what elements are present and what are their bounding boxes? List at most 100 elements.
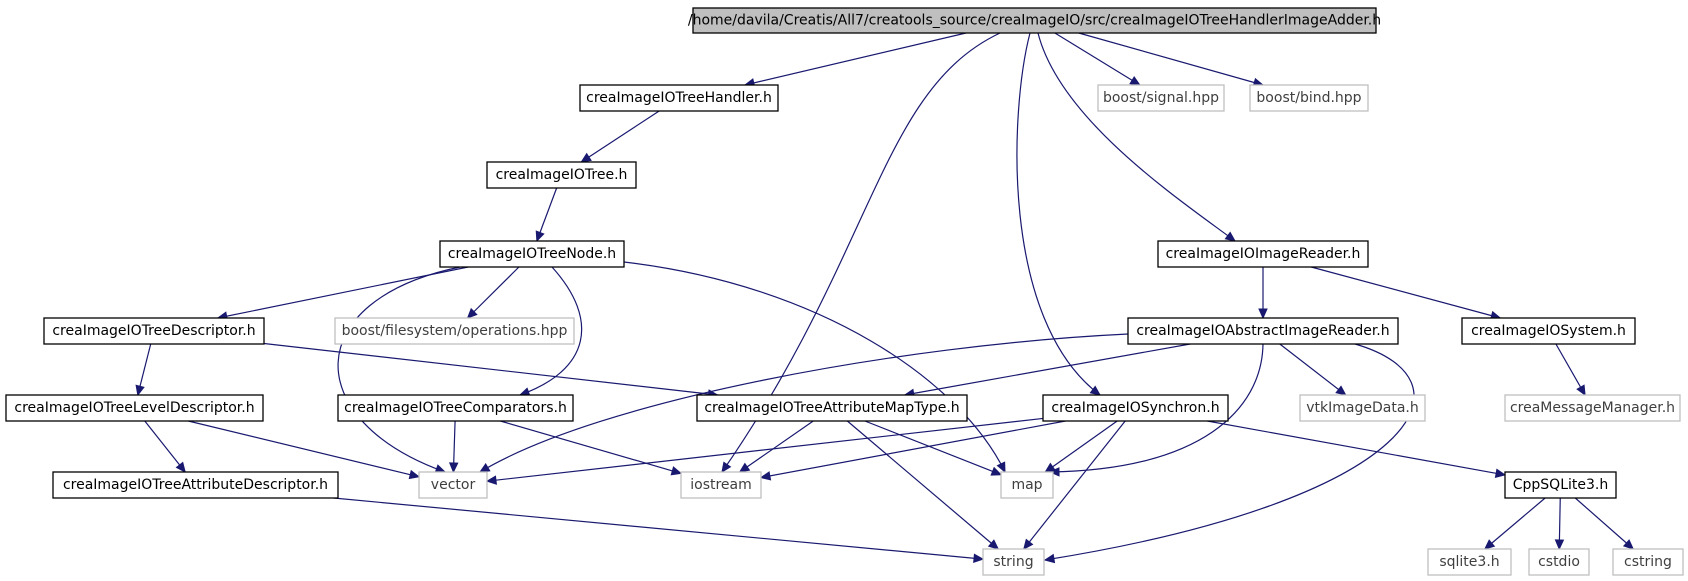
edge-synchron-to-string xyxy=(1023,420,1126,550)
edge-comparators-to-iostream xyxy=(500,420,683,476)
edge-treenode-to-filesystem xyxy=(466,266,520,319)
node-synchron-box xyxy=(1042,394,1229,422)
edge-root-to-synchron-line xyxy=(1016,32,1101,396)
edge-cppsqlite-to-cstdio xyxy=(1554,497,1565,551)
edge-synchron-to-map-arrowhead xyxy=(1044,462,1056,473)
edge-treenode-to-comparators xyxy=(518,266,583,397)
node-attrmaptype-box xyxy=(696,394,968,422)
node-filesystem: boost/filesystem/operations.hpp xyxy=(334,317,575,345)
node-leveldescriptor-box xyxy=(5,394,264,422)
node-tree[interactable]: creaImageIOTree.h xyxy=(486,161,637,189)
node-synchron[interactable]: creaImageIOSynchron.h xyxy=(1042,394,1229,422)
node-cstdio-label: cstdio xyxy=(1538,554,1580,570)
node-map-label: map xyxy=(1011,477,1042,493)
node-abstractreader[interactable]: creaImageIOAbstractImageReader.h xyxy=(1127,317,1399,345)
node-vtkimagedata: vtkImageData.h xyxy=(1299,394,1426,422)
node-cppsqlite[interactable]: CppSQLite3.h xyxy=(1504,471,1617,499)
edge-root-to-signal xyxy=(1054,32,1141,86)
node-treehandler[interactable]: creaImageIOTreeHandler.h xyxy=(579,84,779,112)
edge-imagereader-to-abstractreader-arrowhead xyxy=(1258,308,1268,320)
node-filesystem-box xyxy=(334,317,575,345)
node-imagereader-box xyxy=(1157,240,1369,268)
node-attrdescriptor-box xyxy=(52,471,339,499)
node-vtkimagedata-label: vtkImageData.h xyxy=(1306,400,1418,416)
node-treedescriptor-box xyxy=(43,317,265,345)
edge-treedescriptor-to-leveldescriptor-arrowhead xyxy=(135,384,145,397)
edge-attrmaptype-to-string-arrowhead xyxy=(987,539,1000,550)
edge-root-to-imagereader-line xyxy=(1037,32,1236,242)
node-system[interactable]: creaImageIOSystem.h xyxy=(1461,317,1636,345)
edge-system-to-messagemanager-arrowhead xyxy=(1576,384,1586,397)
node-cstring-box xyxy=(1612,548,1684,576)
node-treenode-label: creaImageIOTreeNode.h xyxy=(448,246,616,262)
edge-synchron-to-cppsqlite xyxy=(1207,420,1507,478)
edge-synchron-to-cppsqlite-line xyxy=(1207,420,1506,476)
node-comparators-box xyxy=(337,394,574,422)
node-filesystem-label: boost/filesystem/operations.hpp xyxy=(342,323,568,339)
edge-root-to-synchron xyxy=(1016,32,1101,396)
node-sqlite3: sqlite3.h xyxy=(1427,548,1512,576)
node-bind: boost/bind.hpp xyxy=(1249,84,1369,112)
edge-synchron-to-string-line xyxy=(1023,420,1126,550)
node-map-box xyxy=(1000,471,1054,499)
edge-comparators-to-vector-arrowhead xyxy=(448,462,459,474)
node-iostream-label: iostream xyxy=(690,477,752,493)
edge-attrmaptype-to-iostream xyxy=(738,420,814,473)
node-attrmaptype[interactable]: creaImageIOTreeAttributeMapType.h xyxy=(696,394,968,422)
edge-treenode-to-map-line xyxy=(623,261,1006,473)
node-treehandler-label: creaImageIOTreeHandler.h xyxy=(586,90,772,106)
edge-treenode-to-comparators-line xyxy=(519,266,583,396)
edge-imagereader-to-abstractreader xyxy=(1258,267,1268,320)
edge-abstractreader-to-attrmaptype-line xyxy=(904,343,1191,396)
node-synchron-label: creaImageIOSynchron.h xyxy=(1051,400,1219,416)
node-root[interactable]: /home/davila/Creatis/All7/creatools_sour… xyxy=(688,7,1381,34)
edge-synchron-to-vector xyxy=(485,417,1044,485)
node-bind-box xyxy=(1249,84,1369,112)
node-system-label: creaImageIOSystem.h xyxy=(1471,323,1626,339)
node-map: map xyxy=(1000,471,1054,499)
edge-root-to-imagereader xyxy=(1037,32,1236,242)
edge-comparators-to-vector xyxy=(448,420,459,474)
edge-imagereader-to-system-line xyxy=(1311,266,1501,319)
node-treedescriptor[interactable]: creaImageIOTreeDescriptor.h xyxy=(43,317,265,345)
edge-root-to-imagereader-arrowhead xyxy=(1224,231,1236,242)
node-treenode[interactable]: creaImageIOTreeNode.h xyxy=(439,240,625,268)
node-leveldescriptor-label: creaImageIOTreeLevelDescriptor.h xyxy=(14,400,254,416)
node-iostream-box xyxy=(680,471,762,499)
edge-abstractreader-to-vtkimagedata xyxy=(1279,343,1347,396)
edge-root-to-iostream-line xyxy=(721,32,1001,473)
node-vector-label: vector xyxy=(431,477,476,493)
edge-cppsqlite-to-cstring xyxy=(1574,497,1635,550)
edge-root-to-signal-line xyxy=(1054,32,1141,86)
edge-root-to-iostream xyxy=(721,32,1001,474)
node-system-box xyxy=(1461,317,1636,345)
edge-cppsqlite-to-cstring-arrowhead xyxy=(1622,539,1635,550)
node-tree-box xyxy=(486,161,637,189)
node-treenode-box xyxy=(439,240,625,268)
edge-root-to-iostream-arrowhead xyxy=(721,461,732,474)
node-cppsqlite-label: CppSQLite3.h xyxy=(1513,477,1608,493)
edge-synchron-to-map xyxy=(1044,420,1118,473)
edge-cppsqlite-to-cstdio-arrowhead xyxy=(1554,539,1565,551)
edge-treehandler-to-tree-arrowhead xyxy=(580,152,592,163)
edge-tree-to-treenode-arrowhead xyxy=(535,230,545,243)
node-comparators[interactable]: creaImageIOTreeComparators.h xyxy=(337,394,574,422)
edge-system-to-messagemanager-line xyxy=(1555,343,1586,396)
edge-attrmaptype-to-string xyxy=(846,420,1000,550)
edge-system-to-messagemanager xyxy=(1555,343,1586,397)
node-imagereader[interactable]: creaImageIOImageReader.h xyxy=(1157,240,1369,268)
node-cstdio: cstdio xyxy=(1528,548,1590,576)
edge-root-to-bind-line xyxy=(1078,32,1264,86)
node-attrdescriptor[interactable]: creaImageIOTreeAttributeDescriptor.h xyxy=(52,471,339,499)
edge-synchron-to-iostream-line xyxy=(760,420,1066,479)
node-leveldescriptor[interactable]: creaImageIOTreeLevelDescriptor.h xyxy=(5,394,264,422)
edge-root-to-treehandler-line xyxy=(744,32,967,86)
edge-cppsqlite-to-sqlite3-arrowhead xyxy=(1483,539,1496,550)
edge-treedescriptor-to-attrmaptype xyxy=(263,342,719,399)
edge-abstractreader-to-vector-arrowhead xyxy=(478,463,491,473)
edge-root-to-synchron-arrowhead xyxy=(1089,385,1101,396)
edge-attrdescriptor-to-string-line xyxy=(333,497,984,560)
edge-treehandler-to-tree-line xyxy=(581,110,660,163)
node-attrdescriptor-label: creaImageIOTreeAttributeDescriptor.h xyxy=(63,477,328,493)
